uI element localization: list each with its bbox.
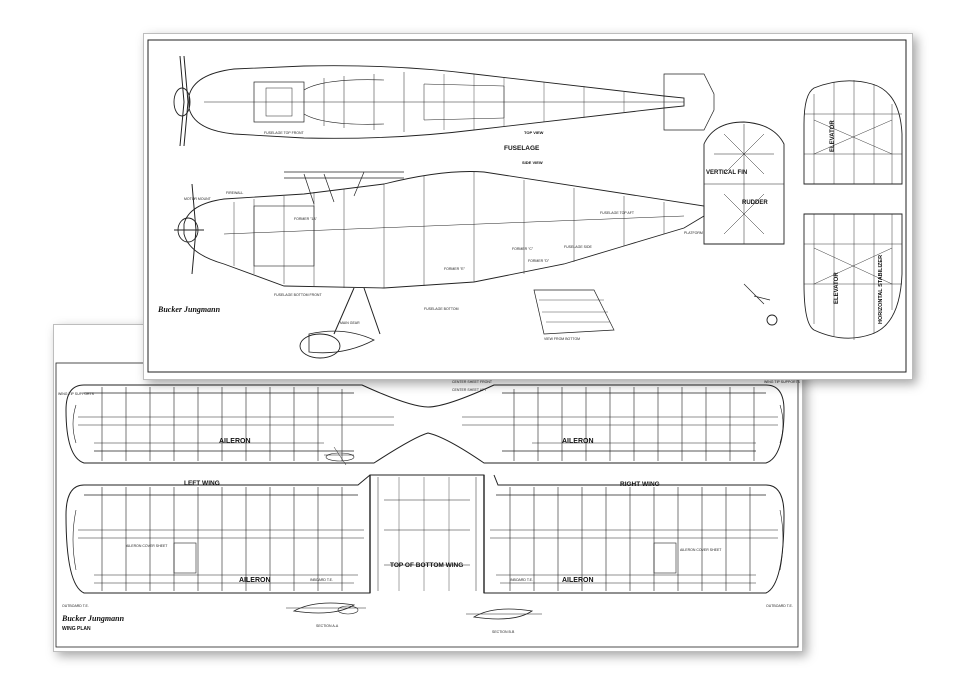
inboard-te-left-label: INBOARD T.E. — [310, 578, 333, 582]
elevator-top-label: ELEVATOR — [830, 120, 836, 152]
view-from-bottom-label: VIEW FROM BOTTOM — [544, 337, 580, 341]
former-e-label: FORMER "E" — [444, 267, 466, 271]
former-c-label: FORMER "C" — [512, 247, 534, 251]
fuselage-sheet-title: Bucker Jungmann — [157, 305, 221, 314]
section-b-airfoil — [472, 608, 534, 620]
inboard-te-right-label: INBOARD T.E. — [510, 578, 533, 582]
main-gear-label: MAIN GEAR — [340, 321, 360, 325]
top-view-label: TOP VIEW — [524, 130, 544, 135]
aileron-cover-sheet-left-label: AILERON COVER SHEET — [126, 544, 168, 548]
center-sheet-aft-label: CENTER SHEET AFT — [452, 388, 487, 392]
firewall-label: FIREWALL — [226, 191, 243, 195]
top-wing-left-aileron-label: AILERON — [219, 438, 251, 445]
main-wheel — [299, 333, 341, 359]
former-1a-label: FORMER "1A" — [294, 217, 318, 221]
fuselage-label: FUSELAGE — [504, 145, 540, 152]
fuselage-bottom-label: FUSELAGE BOTTOM — [424, 307, 459, 311]
section-a-label: SECTION A-A — [316, 624, 339, 628]
rudder-label: RUDDER — [742, 200, 768, 206]
former-d-label: FORMER "D" — [528, 259, 550, 263]
fuselage-top-aft-label: FUSELAGE TOP AFT — [600, 211, 635, 215]
outboard-te-left-label: OUTBOARD T.E. — [62, 604, 89, 608]
top-wing-right-aileron-label: AILERON — [562, 438, 594, 445]
vertical-fin-outline — [703, 121, 785, 245]
horizontal-stabilizer-top — [803, 80, 903, 185]
top-view-propeller — [179, 55, 189, 147]
elevator-bottom-label: ELEVATOR — [834, 272, 840, 304]
side-view-propeller — [174, 183, 204, 275]
fuselage-top-front-label: FUSELAGE TOP FRONT — [264, 131, 305, 135]
fuselage-drawing: TOP VIEW FUSELAGE SIDE VIEW VERTICAL FIN… — [147, 39, 907, 373]
section-b-label: SECTION B-B — [492, 630, 515, 634]
wing-tip-supports-right-label: WING TIP SUPPORTS — [764, 380, 801, 384]
left-wing-label: LEFT WING — [184, 480, 220, 487]
side-view-fuselage-outline — [183, 171, 705, 289]
outboard-te-right-label: OUTBOARD T.E. — [766, 604, 793, 608]
wing-sheet-subtitle: WING PLAN — [62, 626, 91, 632]
top-of-bottom-wing-label: TOP OF BOTTOM WING — [390, 562, 463, 569]
aileron-cover-sheet-right-label: AILERON COVER SHEET — [680, 548, 722, 552]
fuselage-bottom-front-label: FUSELAGE BOTTOM FRONT — [274, 293, 322, 297]
motor-mount-label: MOTOR MOUNT — [184, 197, 212, 201]
bottom-wing-right-aileron-label: AILERON — [562, 577, 594, 584]
side-view-label: SIDE VIEW — [522, 160, 543, 165]
wing-plan-drawing: AILERON AILERON LEFT WING RIGHT WING AIL… — [55, 362, 801, 648]
top-wing-outline — [65, 384, 785, 464]
wing-tip-supports-left-label: WING TIP SUPPORTS — [58, 392, 95, 396]
wing-sheet-title: Bucker Jungmann — [61, 614, 125, 623]
top-view-fuselage-outline — [188, 65, 685, 139]
horizontal-stabilizer-label: HORIZONTAL STABILIZER — [878, 255, 884, 324]
vertical-fin-label: VERTICAL FIN — [706, 170, 747, 176]
center-sheet-front-label: CENTER SHEET FRONT — [452, 380, 493, 384]
horizontal-stabilizer-bottom — [803, 213, 903, 339]
fuselage-side-label: FUSELAGE SIDE — [564, 245, 592, 249]
section-a-airfoil — [292, 602, 356, 614]
bottom-wing-left-aileron-label: AILERON — [239, 577, 271, 584]
platform-label: PLATFORM — [684, 231, 703, 235]
right-wing-label: RIGHT WING — [620, 481, 660, 488]
fuselage-sheet: TOP VIEW FUSELAGE SIDE VIEW VERTICAL FIN… — [143, 33, 913, 380]
